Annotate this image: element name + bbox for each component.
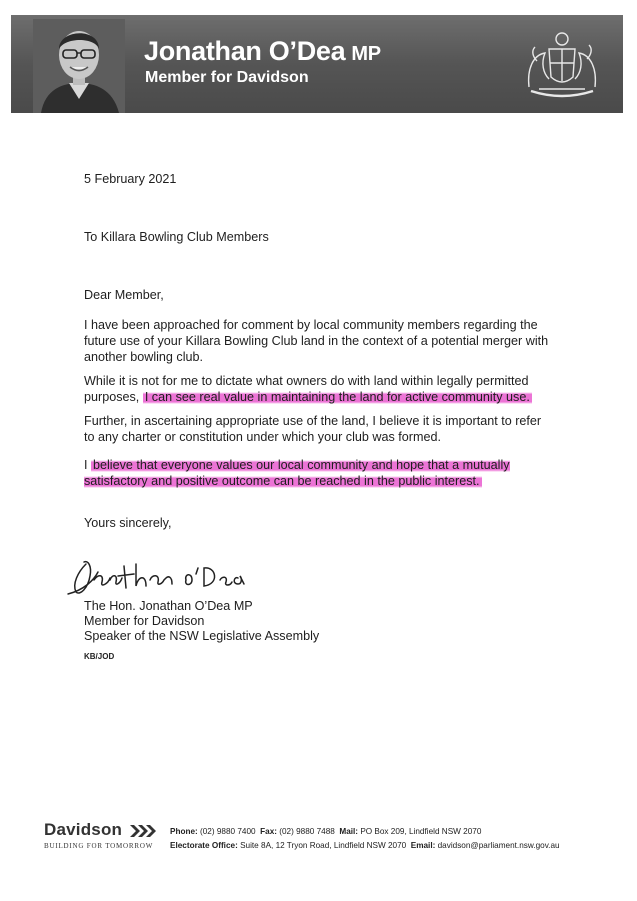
logo-tagline: BUILDING FOR TOMORROW <box>44 842 154 850</box>
chevrons-icon <box>129 824 156 837</box>
member-role: Member for Davidson <box>145 69 309 86</box>
highlighted-text: I can see real value in maintaining the … <box>142 390 532 404</box>
reference-initials: KB/JOD <box>84 652 115 661</box>
paragraph-4: I believe that everyone values our local… <box>84 457 554 489</box>
logo-wordmark: Davidson <box>44 820 123 839</box>
paragraph-4-text: I <box>84 458 91 472</box>
paragraph-3: Further, in ascertaining appropriate use… <box>84 414 542 444</box>
signatory-title: Speaker of the NSW Legislative Assembly <box>84 629 320 643</box>
paragraph-2-text: While it is not for me to dictate what o… <box>84 374 529 404</box>
davidson-logo: Davidson BUILDING FOR TOMORROW <box>44 820 156 850</box>
paragraph-2: While it is not for me to dictate what o… <box>84 373 554 405</box>
signatory-role: Member for Davidson <box>84 614 205 628</box>
handwritten-signature <box>67 560 245 595</box>
letter-recipient: To Killara Bowling Club Members <box>84 230 269 244</box>
portrait-photo <box>33 19 125 113</box>
footer-contact: Phone: (02) 9880 7400 Fax: (02) 9880 748… <box>170 827 560 850</box>
nsw-coat-of-arms-icon <box>527 32 597 98</box>
letter-salutation: Dear Member, <box>84 288 164 302</box>
paragraph-1: I have been approached for comment by lo… <box>84 318 549 364</box>
highlighted-text: believe that everyone values our local c… <box>84 458 510 488</box>
signatory-name: The Hon. Jonathan O’Dea MP <box>84 599 253 613</box>
letter-closing: Yours sincerely, <box>84 516 172 530</box>
letter-date: 5 February 2021 <box>84 172 177 186</box>
